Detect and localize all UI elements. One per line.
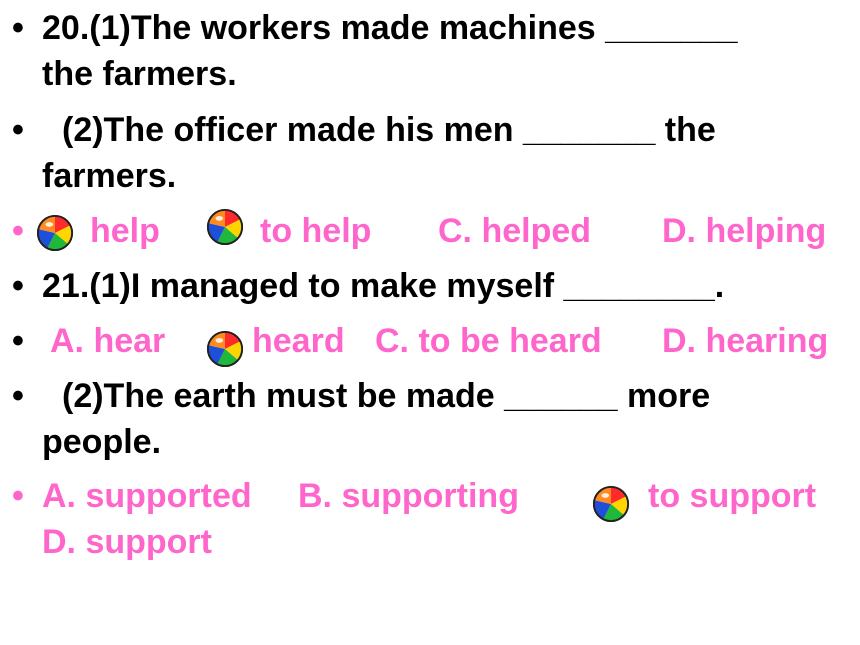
bullet: •: [12, 267, 24, 305]
bullet: •: [12, 377, 24, 415]
option-20-c: C. helped: [438, 212, 592, 250]
option-22-a: A. supported: [42, 477, 252, 515]
option-20-d: D. helping: [662, 212, 827, 250]
option-22-d: D. support: [42, 523, 212, 561]
question-21-2-text: (2)The earth must be made ______ more: [62, 377, 711, 415]
question-21-2-text-continued: people.: [42, 423, 162, 461]
option-22-c: to support: [648, 477, 817, 515]
bullet: •: [12, 477, 24, 515]
option-22-b: B. supporting: [298, 477, 519, 515]
question-20-1-text-continued: the farmers.: [42, 55, 237, 93]
bullet: •: [12, 212, 24, 250]
beach-ball-icon: [36, 214, 74, 252]
question-20-1-text: 20.(1)The workers made machines _______: [42, 9, 738, 47]
option-21-b: heard: [252, 322, 345, 360]
beach-ball-icon: [206, 208, 244, 246]
bullet: •: [12, 9, 24, 47]
option-20-b: to help: [260, 212, 372, 250]
option-20-a: help: [90, 212, 160, 250]
option-21-d: D. hearing: [662, 322, 829, 360]
option-21-c: C. to be heard: [375, 322, 602, 360]
bullet: •: [12, 111, 24, 149]
beach-ball-icon: [592, 485, 630, 523]
question-21-1-text: 21.(1)I managed to make myself ________.: [42, 267, 725, 305]
beach-ball-icon: [206, 330, 244, 368]
question-20-2-text-continued: farmers.: [42, 157, 177, 195]
bullet: •: [12, 322, 24, 360]
option-21-a: A. hear: [50, 322, 166, 360]
question-20-2-text: (2)The officer made his men _______ the: [62, 111, 716, 149]
